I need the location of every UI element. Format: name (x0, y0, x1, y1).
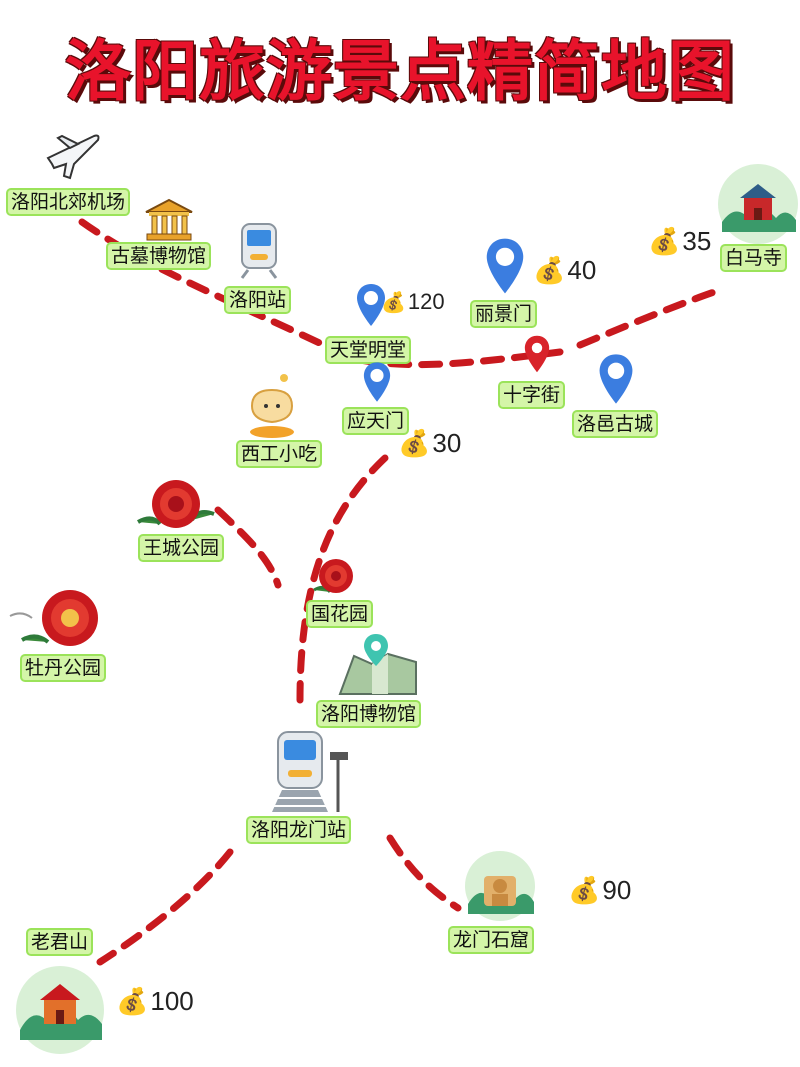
label-luoyi: 洛邑古城 (574, 412, 657, 436)
folded-map-icon (336, 632, 420, 698)
location-pin-icon (362, 360, 392, 404)
price-laojunshan: 💰100 (116, 986, 194, 1017)
museum-building-icon (144, 198, 194, 242)
label-guohuayuan: 国花园 (308, 602, 372, 626)
location-pin-icon (521, 334, 553, 374)
label-lijingmen: 丽景门 (472, 302, 536, 326)
money-bag-icon: 💰 (116, 986, 149, 1016)
peony-flower-icon (136, 474, 216, 534)
train-icon (238, 220, 280, 280)
page-title: 洛阳旅游景点精简地图 (65, 33, 735, 110)
money-bag-icon: 💰 (398, 428, 431, 458)
label-airport: 洛阳北郊机场 (8, 190, 129, 214)
location-pin-icon (355, 282, 387, 328)
location-pin-icon (482, 236, 528, 296)
route-yingtian-museum (296, 454, 389, 704)
peony-flower-icon (8, 586, 108, 652)
temple-illustration-icon (14, 964, 106, 1056)
price-baimasi: 💰35 (648, 226, 711, 257)
price-yingtianmen: 💰30 (398, 428, 461, 459)
route-longmen-grottoes (386, 834, 462, 912)
label-tomb-museum: 古墓博物馆 (108, 244, 210, 268)
price-longmen-grottoes: 💰90 (568, 875, 631, 906)
label-longmen-grottoes: 龙门石窟 (450, 928, 533, 952)
route-airport-mingtang (78, 218, 349, 359)
money-bag-icon: 💰 (648, 226, 681, 256)
route-wangcheng-guohua (214, 506, 282, 589)
price-lijingmen: 💰40 (533, 255, 596, 286)
label-mingtang: 天堂明堂 (327, 338, 410, 362)
train-icon (270, 728, 356, 814)
label-shizijie: 十字街 (500, 383, 564, 407)
location-pin-icon (596, 352, 636, 406)
label-baimasi: 白马寺 (722, 246, 786, 270)
temple-illustration-icon (462, 850, 538, 922)
label-laojunshan: 老君山 (28, 930, 92, 954)
price-mingtang-value: 120 (407, 289, 445, 314)
price-longmen-grottoes-value: 90 (602, 875, 632, 905)
price-lijingmen-value: 40 (567, 255, 597, 285)
label-museum: 洛阳博物馆 (318, 702, 420, 726)
label-luoyang-station: 洛阳站 (226, 288, 290, 312)
label-longmen-station: 洛阳龙门站 (248, 818, 350, 842)
label-yingtianmen: 应天门 (344, 409, 408, 433)
label-mudan: 牡丹公园 (22, 656, 105, 680)
money-bag-icon: 💰 (568, 875, 601, 905)
label-wangcheng: 王城公园 (140, 536, 223, 560)
money-bag-icon: 💰 (533, 255, 566, 285)
price-mingtang: 💰120 (381, 289, 445, 315)
route-shizijie-baimasi (576, 286, 724, 349)
peony-flower-icon (312, 556, 360, 598)
airplane-icon (44, 128, 102, 180)
money-bag-icon: 💰 (381, 291, 406, 314)
temple-illustration-icon (716, 162, 800, 246)
price-laojunshan-value: 100 (150, 986, 194, 1016)
price-yingtianmen-value: 30 (432, 428, 462, 458)
route-longmen-laojun (96, 848, 234, 966)
snack-food-icon (244, 370, 300, 442)
label-xigong: 西工小吃 (238, 442, 321, 466)
price-baimasi-value: 35 (682, 226, 712, 256)
